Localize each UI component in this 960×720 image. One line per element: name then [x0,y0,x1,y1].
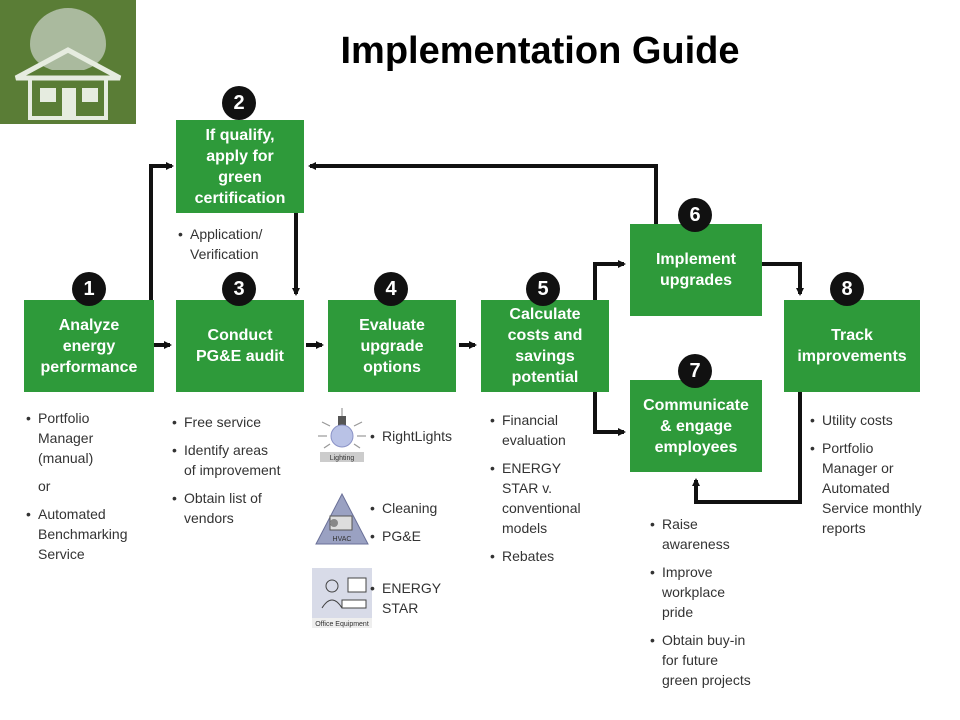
step-number-1: 1 [72,272,106,306]
step-number-3: 3 [222,272,256,306]
step1-notes: Portfolio Manager (manual) or Automated … [26,408,156,572]
office-equipment-icon-caption: Office Equipment [315,621,369,628]
step-number-7: 7 [678,354,712,388]
note-item: RightLights [370,426,470,446]
step-number-4: 4 [374,272,408,306]
step-label-2: If qualify, apply for green certificatio… [194,126,286,207]
step-label-7: Communicate & engage employees [643,396,749,456]
step-number-5: 5 [526,272,560,306]
step7-notes: Raise awareness Improve workplace pride … [650,514,780,698]
note-item: Obtain list of vendors [172,488,312,528]
step4-notes-hvac: Cleaning PG&E [370,498,470,554]
note-item: ENERGY STAR v. conventional models [490,458,610,538]
note-item: ENERGY STAR [370,578,470,618]
step-number-8: 8 [830,272,864,306]
arrow-1-to-2 [149,162,174,300]
hvac-icon: HVAC [312,490,372,550]
step5-notes: Financial evaluation ENERGY STAR v. conv… [490,410,610,574]
note-item: or [38,478,51,494]
lighting-icon: Lighting [312,402,372,462]
step4-notes-office: ENERGY STAR [370,578,470,626]
step-label-3: Conduct PG&E audit [195,327,284,365]
note-item: Utility costs [810,410,955,430]
green-house-logo-icon [0,0,136,124]
note-item: Automated Benchmarking Service [26,504,156,564]
step-label-5: Calculate costs and savings potential [507,306,583,386]
step-box-1: Analyze energy performance [24,300,154,392]
step-label-1: Analyze energy performance [40,316,138,376]
note-item: Improve workplace pride [650,562,780,622]
step-box-2: If qualify, apply for green certificatio… [176,120,304,213]
step-box-7: Communicate & engage employees [630,380,762,472]
step2-notes: Application/ Verification [178,224,308,272]
page-title: Implementation Guide [340,30,740,72]
note-item: Application/ Verification [178,224,308,264]
step-box-8: Track improvements [784,300,920,392]
step-label-4: Evaluate upgrade options [359,316,425,376]
note-item: Free service [172,412,312,432]
arrow-5-to-6 [593,260,626,300]
step-box-5: Calculate costs and savings potential [481,300,609,392]
step-label-6: Implement upgrades [655,251,736,289]
step4-notes-lighting: RightLights [370,426,470,454]
arrow-6-to-8 [762,262,804,296]
step-label-8: Track improvements [797,327,907,365]
lighting-icon-caption: Lighting [330,455,355,462]
step8-notes: Utility costs Portfolio Manager or Autom… [810,410,955,546]
note-item: PG&E [370,526,470,546]
office-equipment-icon: Office Equipment [312,568,372,628]
step-number-2: 2 [222,86,256,120]
note-item: Raise awareness [650,514,780,554]
step-number-6: 6 [678,198,712,232]
note-item: Portfolio Manager (manual) [26,408,156,468]
note-item: Identify areas of improvement [172,440,312,480]
hvac-icon-caption: HVAC [333,536,352,543]
arrow-8-to-7 [692,392,802,504]
step-box-6: Implement upgrades [630,224,762,316]
note-item: Obtain buy-in for future green projects [650,630,780,690]
note-item: Financial evaluation [490,410,610,450]
step-box-4: Evaluate upgrade options [328,300,456,392]
arrow-6-to-2 [308,162,658,224]
step3-notes: Free service Identify areas of improveme… [172,412,312,536]
note-item: Portfolio Manager or Automated Service m… [810,438,955,538]
note-item: Cleaning [370,498,470,518]
note-item: Rebates [490,546,610,566]
step-box-3: Conduct PG&E audit [176,300,304,392]
